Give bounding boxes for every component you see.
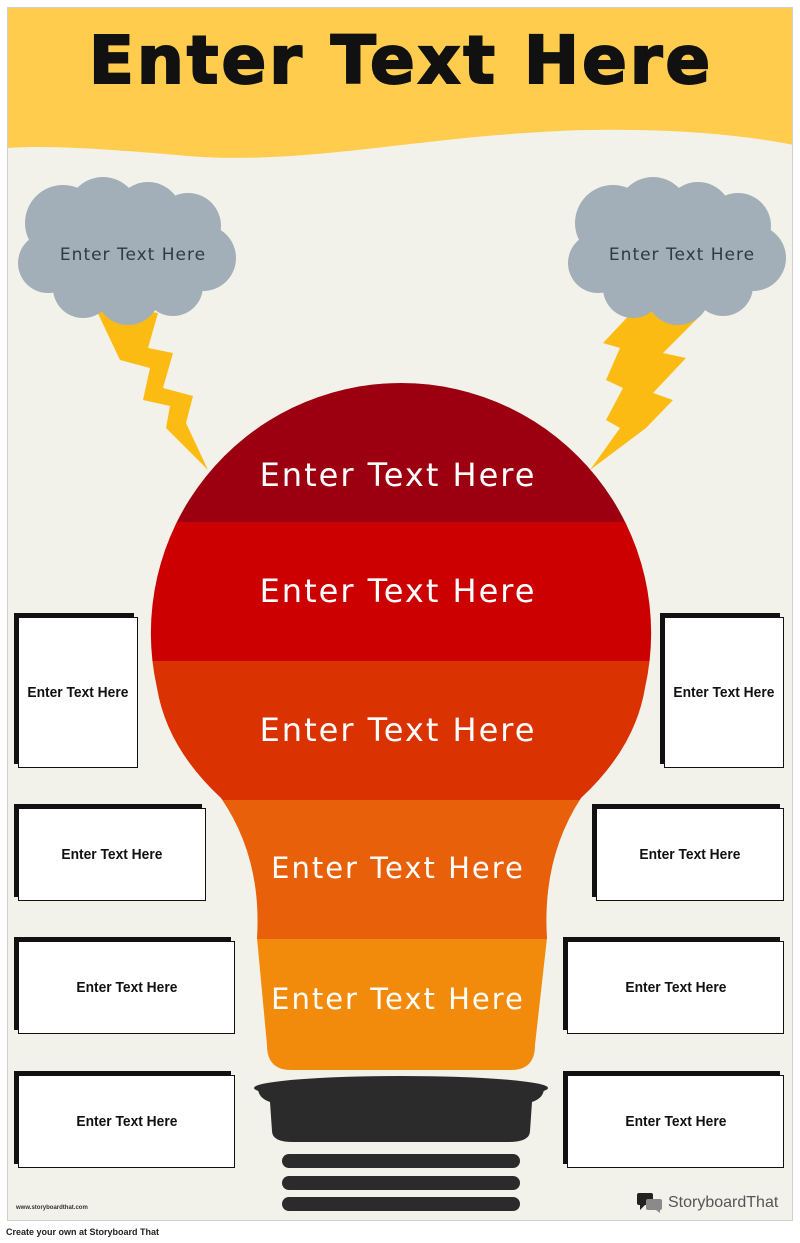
poster: Enter Text Here Enter Text Here Enter Te…	[7, 7, 793, 1221]
cloud-right	[568, 177, 786, 325]
left-text-box-4-label: Enter Text Here	[76, 1113, 177, 1130]
right-text-box-1[interactable]: Enter Text Here	[664, 617, 784, 768]
poster-artwork	[8, 8, 792, 1211]
bulb-section-1-text[interactable]: Enter Text Here	[259, 456, 537, 494]
bulb-section-3	[150, 661, 652, 800]
right-text-box-3-label: Enter Text Here	[625, 979, 726, 996]
cloud-left-text[interactable]: Enter Text Here	[59, 245, 207, 265]
right-text-box-2[interactable]: Enter Text Here	[596, 808, 784, 901]
poster-title[interactable]: Enter Text Here	[88, 22, 714, 99]
brand-name: StoryboardThat	[668, 1194, 779, 1211]
right-text-box-4[interactable]: Enter Text Here	[567, 1075, 784, 1168]
footer-link[interactable]: Create your own at Storyboard That	[6, 1227, 160, 1237]
right-text-box-1-label: Enter Text Here	[673, 684, 775, 701]
left-text-box-2[interactable]: Enter Text Here	[18, 808, 206, 901]
left-text-box-1-label: Enter Text Here	[27, 684, 129, 701]
cloud-right-text[interactable]: Enter Text Here	[608, 245, 756, 265]
storyboardthat-logo: StoryboardThat	[636, 1192, 778, 1214]
left-text-box-2-label: Enter Text Here	[61, 846, 163, 863]
speech-bubble-icon	[637, 1193, 662, 1213]
lightning-bolt-left	[93, 303, 208, 470]
bulb-base	[254, 1076, 548, 1211]
left-text-box-4[interactable]: Enter Text Here	[18, 1075, 235, 1168]
left-text-box-3[interactable]: Enter Text Here	[18, 941, 235, 1034]
bulb-section-2	[150, 522, 652, 661]
bulb-section-5-text[interactable]: Enter Text Here	[271, 982, 525, 1016]
right-text-box-4-label: Enter Text Here	[625, 1113, 726, 1130]
bulb-section-3-text[interactable]: Enter Text Here	[259, 711, 537, 749]
right-text-box-3[interactable]: Enter Text Here	[567, 941, 784, 1034]
bulb-section-2-text[interactable]: Enter Text Here	[259, 572, 537, 610]
right-text-box-2-label: Enter Text Here	[639, 846, 741, 863]
watermark-url: www.storyboardthat.com	[16, 1205, 88, 1211]
left-text-box-3-label: Enter Text Here	[76, 979, 177, 996]
left-text-box-1[interactable]: Enter Text Here	[18, 617, 138, 768]
lightning-bolt-right	[590, 306, 703, 470]
cloud-left	[18, 177, 236, 325]
header-banner	[8, 8, 792, 158]
bulb-section-4-text[interactable]: Enter Text Here	[271, 851, 525, 885]
